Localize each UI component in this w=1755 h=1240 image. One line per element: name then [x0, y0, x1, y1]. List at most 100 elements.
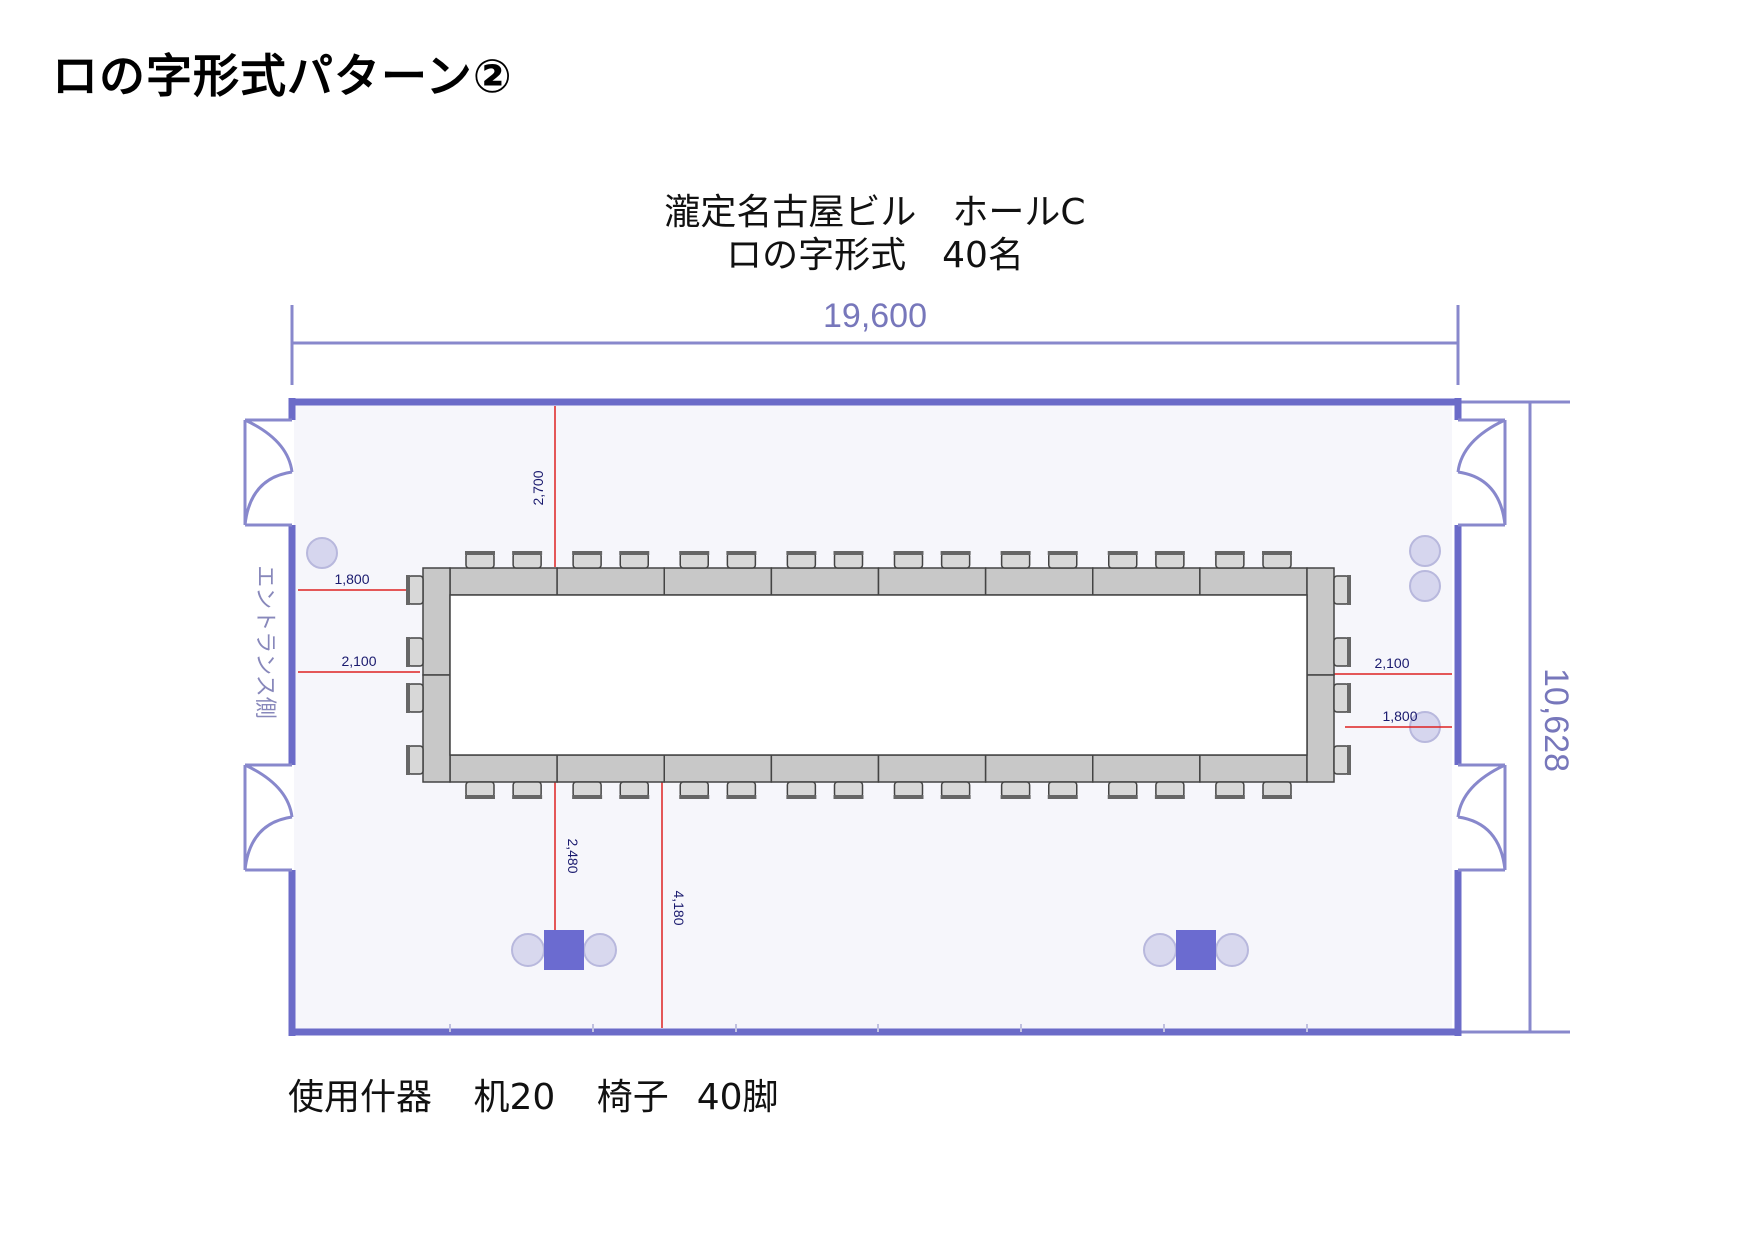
chair-back — [1214, 551, 1245, 555]
chair-icon — [833, 552, 864, 569]
chair-icon — [619, 552, 650, 569]
chair-back — [1000, 795, 1031, 799]
chair-icon — [407, 745, 424, 775]
room-walls — [288, 398, 1462, 1036]
chair-back — [464, 551, 495, 555]
chair-icon — [512, 781, 542, 798]
doors-right — [1456, 418, 1507, 872]
venue-name: 瀧定名古屋ビル ホールC — [664, 192, 1086, 233]
chair-back — [679, 795, 710, 799]
page-title: ロの字形式パターン② — [52, 49, 513, 103]
chair-back — [786, 551, 817, 555]
chair-icon — [1107, 552, 1138, 569]
desk — [770, 567, 880, 596]
desk — [422, 567, 451, 676]
podium-right — [1143, 930, 1249, 970]
desk — [877, 567, 987, 596]
chair-back — [572, 795, 603, 799]
chair-back — [1347, 575, 1351, 605]
chair-icon — [786, 781, 817, 798]
chair-back — [833, 551, 864, 555]
equipment-label: 使用什器 — [288, 1077, 433, 1118]
desk — [663, 754, 773, 783]
chair-back — [786, 795, 817, 799]
layout-capacity: ロの字形式 40名 — [726, 235, 1024, 276]
chair-icon — [512, 552, 542, 569]
chair-back — [512, 795, 543, 799]
podium-left — [511, 930, 617, 970]
chair-back — [940, 551, 971, 555]
chair-back — [1154, 551, 1185, 555]
desk — [877, 754, 987, 783]
chair-back — [406, 637, 410, 667]
desk-count: 机20 — [473, 1077, 556, 1118]
chair-icon — [1262, 781, 1292, 798]
chair-back — [1262, 551, 1293, 555]
chair-icon — [1333, 637, 1350, 667]
desk — [984, 567, 1094, 596]
chair-icon — [786, 552, 817, 569]
chair-icon — [407, 683, 424, 713]
chair-icon — [1048, 552, 1078, 569]
desk — [770, 754, 880, 783]
desk — [1092, 567, 1201, 596]
chair-icon — [1155, 552, 1185, 569]
chair-icon — [465, 781, 495, 798]
chair-icon — [1215, 552, 1245, 569]
bottom-gap-a-label: 2,480 — [565, 838, 581, 873]
chair-icon — [1048, 781, 1078, 798]
chair-icon — [893, 552, 924, 569]
right-gap-lower-label: 1,800 — [1382, 708, 1417, 724]
desk — [556, 754, 665, 783]
chair-back — [1347, 637, 1351, 667]
chair-back — [1347, 745, 1351, 775]
chair-icon — [1262, 552, 1292, 569]
depth-dimension: 10,628 — [1455, 400, 1575, 1034]
bottom-gap-b-label: 4,180 — [671, 890, 687, 925]
desk — [1306, 567, 1335, 676]
chair-back — [1000, 551, 1031, 555]
width-dimension: 19,600 — [290, 297, 1460, 385]
chair-back — [1214, 795, 1245, 799]
desk — [449, 754, 558, 783]
chair-back — [1154, 795, 1185, 799]
measurement-labels: 2,700 1,800 2,100 2,100 1,800 2,480 4,18… — [334, 470, 1417, 925]
inner-open-area — [449, 594, 1308, 756]
chair-icon — [465, 552, 495, 569]
chair-icon — [407, 575, 424, 605]
desk — [1092, 754, 1201, 783]
chair-icon — [1000, 552, 1031, 569]
chair-icon — [572, 781, 602, 798]
chair-back — [1347, 683, 1351, 713]
desk — [1306, 674, 1335, 783]
chair-icon — [940, 781, 971, 798]
chair-icon — [572, 552, 602, 569]
chair-icon — [940, 552, 971, 569]
desk — [663, 567, 773, 596]
chair-back — [893, 795, 924, 799]
light-icon — [1409, 570, 1441, 602]
light-icon — [1409, 535, 1441, 567]
desk — [556, 567, 665, 596]
chair-icon — [1333, 683, 1350, 713]
chair-back — [406, 683, 410, 713]
chair-icon — [893, 781, 924, 798]
chair-back — [1047, 551, 1078, 555]
chair-back — [619, 795, 650, 799]
chair-back — [619, 551, 650, 555]
chair-back — [726, 795, 757, 799]
chair-icon — [833, 781, 864, 798]
chair-back — [833, 795, 864, 799]
desk — [1199, 567, 1308, 596]
chair-back — [1107, 551, 1138, 555]
desk — [984, 754, 1094, 783]
chair-back — [406, 575, 410, 605]
chair-back — [512, 551, 543, 555]
room-depth-label: 10,628 — [1537, 668, 1575, 772]
chair-label: 椅子 — [596, 1077, 669, 1118]
left-gap-lower-label: 2,100 — [341, 653, 376, 669]
chair-icon — [1333, 575, 1350, 605]
desk — [1199, 754, 1308, 783]
